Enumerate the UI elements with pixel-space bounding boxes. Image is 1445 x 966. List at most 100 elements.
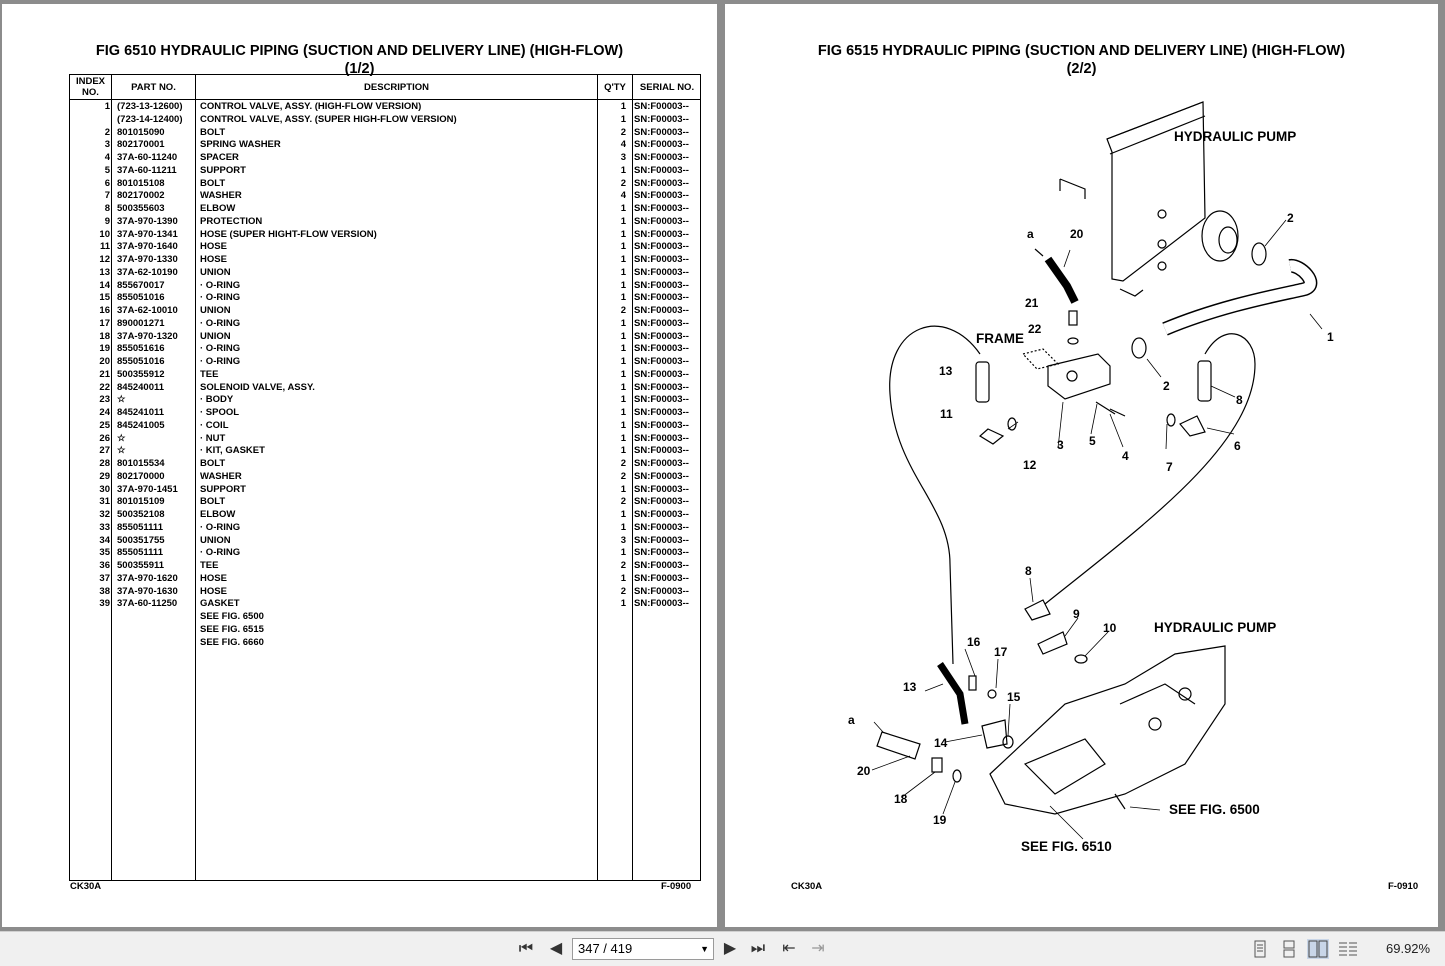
index-cell: 6 (104, 177, 110, 189)
callout: 17 (994, 645, 1008, 659)
index-cell: 34 (99, 534, 110, 546)
header-serial-no: SERIAL NO. (639, 81, 695, 93)
go-back-icon[interactable]: ⇤ (782, 940, 796, 957)
pump-shaft (1218, 226, 1238, 254)
description-cell: SEE FIG. 6515 (200, 623, 264, 635)
zoom-level[interactable]: 69.92% (1386, 941, 1431, 956)
part-no-cell: 801015109 (117, 496, 165, 508)
callout: 2 (1163, 379, 1170, 393)
last-page-icon[interactable]: ⏭ (750, 940, 766, 957)
table-body: 1(723-13-12600)CONTROL VALVE, ASSY. (HIG… (70, 101, 700, 649)
description-cell: HOSE (200, 241, 227, 253)
first-page-icon[interactable]: ⏮ (518, 940, 534, 957)
index-cell: 15 (99, 292, 110, 304)
serial-cell: SN:F00003-- (634, 458, 689, 469)
serial-cell: SN:F00003-- (634, 470, 689, 482)
header-divider (70, 99, 700, 100)
serial-cell: SN:F00003-- (634, 547, 689, 559)
description-cell: PROTECTION (200, 215, 263, 227)
description-cell: SUPPORT (200, 164, 246, 176)
index-cell: 9 (104, 215, 110, 227)
part-no-cell: 500355912 (117, 368, 165, 380)
part-no-cell: 845240011 (117, 381, 165, 393)
index-cell: 14 (99, 279, 110, 291)
qty-cell: 1 (620, 317, 626, 329)
callout: 6 (1234, 439, 1241, 453)
part-no-cell: 37A-970-1630 (117, 585, 178, 597)
part-no-cell: 37A-60-11211 (117, 164, 177, 176)
callout: 18 (894, 792, 908, 806)
index-cell: 29 (99, 470, 110, 482)
callout: 19 (933, 813, 947, 827)
table-row: SEE FIG. 6515 (70, 624, 700, 637)
continuous-view-icon[interactable] (1278, 939, 1300, 959)
callout: 13 (903, 680, 917, 694)
index-cell: 33 (99, 521, 110, 533)
description-cell: ELBOW (200, 509, 236, 520)
viewer-toolbar: ⏮ ◀ 347 / 419 ▼ ▶ ⏭ ⇤ ⇥ 69.92% (0, 931, 1445, 966)
part-no-cell: 855051016 (117, 356, 165, 367)
qty-cell: 1 (620, 292, 626, 304)
index-cell: 7 (104, 190, 110, 202)
two-page-view-icon[interactable] (1307, 939, 1329, 959)
part-no-cell: 845241005 (117, 419, 165, 431)
description-cell: SUPPORT (200, 483, 246, 495)
page-number-field[interactable]: 347 / 419 ▼ (572, 938, 714, 960)
index-cell: 3 (104, 139, 110, 151)
description-cell: · O-RING (200, 343, 241, 355)
qty-cell: 1 (620, 254, 626, 265)
index-cell: 31 (99, 496, 110, 508)
part-no-cell: 801015534 (117, 458, 165, 469)
callout: 11 (940, 407, 953, 421)
left-page: FIG 6510 HYDRAULIC PIPING (SUCTION AND D… (2, 4, 717, 927)
label-frame: FRAME (976, 331, 1024, 346)
description-cell: WASHER (200, 190, 242, 202)
page-number-value: 347 / 419 (578, 941, 633, 956)
qty-cell: 1 (620, 547, 626, 559)
qty-cell: 1 (620, 241, 626, 253)
index-cell: 22 (99, 381, 110, 393)
part-no-cell: 855051111 (117, 521, 163, 533)
single-page-view-icon[interactable] (1249, 939, 1271, 959)
part-no-cell: ☆ (117, 394, 126, 406)
lower-pump (989, 645, 1226, 815)
description-cell: · O-RING (200, 317, 241, 329)
qty-cell: 3 (620, 152, 626, 163)
delivery-hose-13 (889, 325, 981, 665)
qty-cell: 1 (620, 113, 626, 125)
part-no-cell: ☆ (117, 445, 126, 457)
table-row: 1(723-13-12600)CONTROL VALVE, ASSY. (HIG… (70, 101, 700, 114)
pump-port (1148, 717, 1162, 731)
pump-housing-edge (1106, 101, 1206, 155)
go-forward-icon[interactable]: ⇥ (811, 940, 825, 957)
next-page-icon[interactable]: ▶ (723, 940, 737, 957)
callout: 5 (1089, 434, 1096, 448)
two-page-scroll-view-icon[interactable] (1337, 939, 1359, 959)
part-no-cell: 855051616 (117, 343, 165, 355)
prev-page-icon[interactable]: ◀ (549, 940, 563, 957)
part-no-cell: 855051016 (117, 292, 165, 304)
serial-cell: SN:F00003-- (634, 254, 689, 265)
callout: 13 (939, 364, 953, 378)
description-cell: TEE (200, 560, 219, 571)
serial-cell: SN:F00003-- (634, 101, 689, 112)
part-no-cell: 37A-970-1341 (117, 228, 178, 240)
serial-cell: SN:F00003-- (634, 126, 689, 138)
serial-cell: SN:F00003-- (634, 572, 689, 584)
qty-cell: 2 (620, 496, 626, 508)
index-cell: 13 (99, 266, 110, 278)
